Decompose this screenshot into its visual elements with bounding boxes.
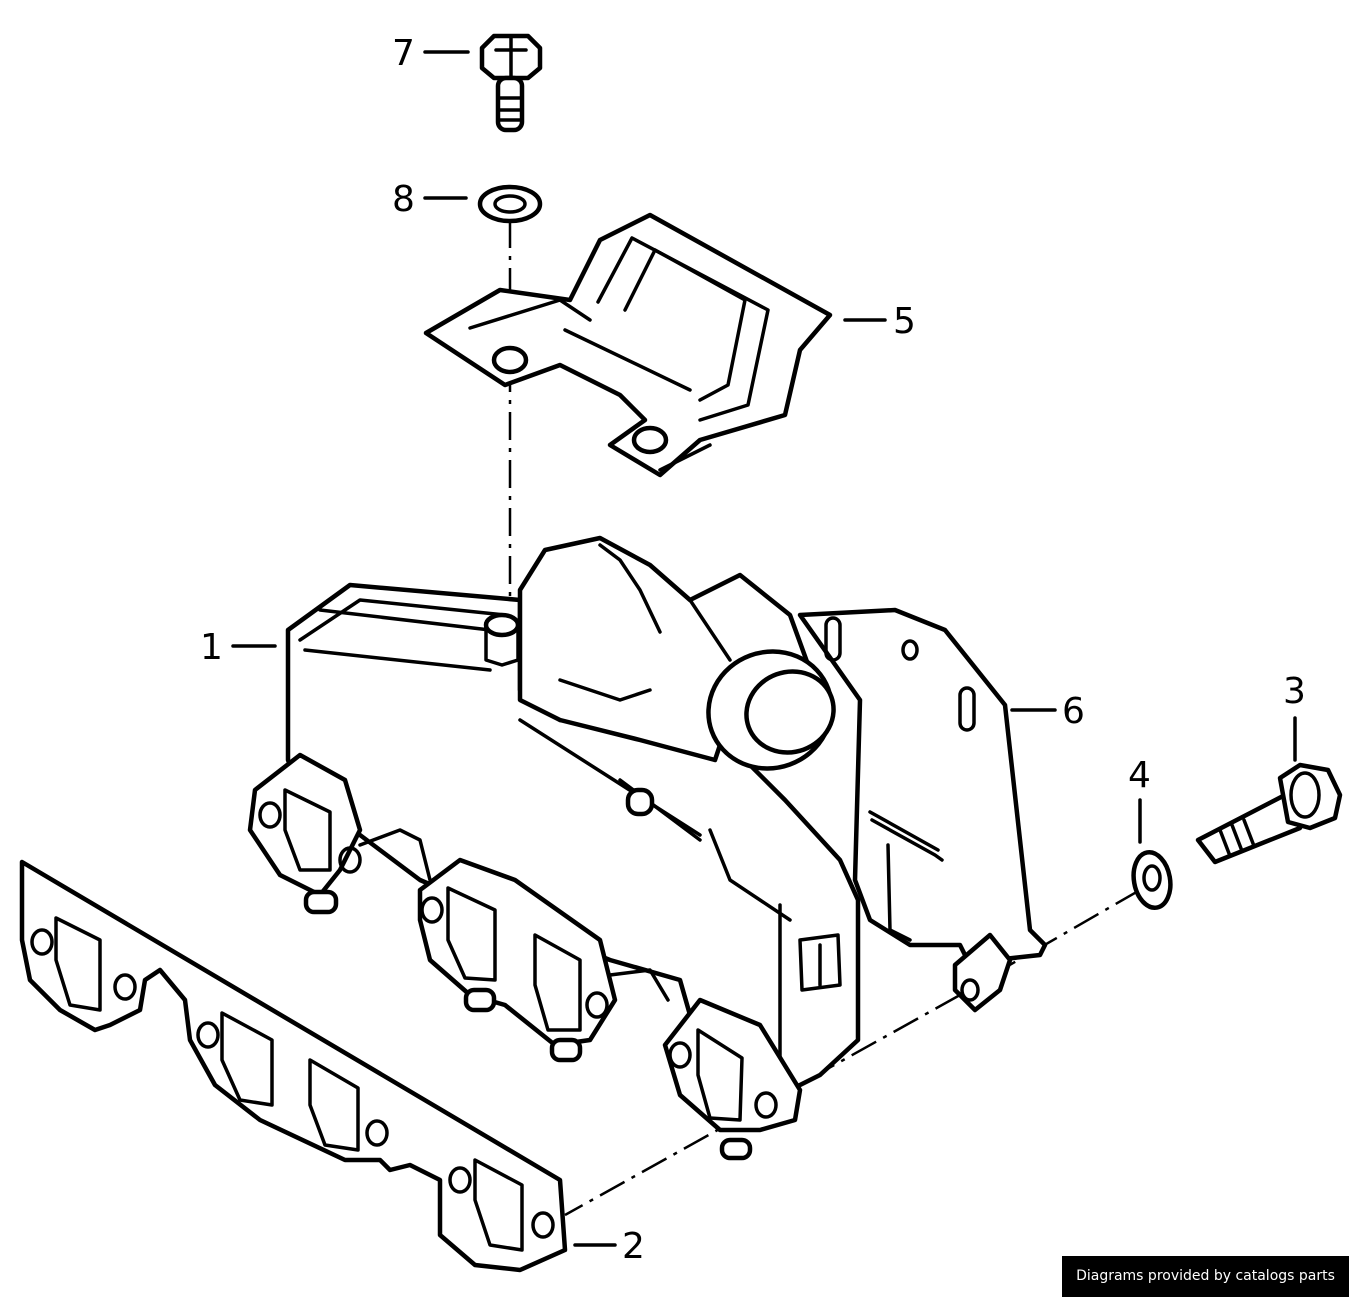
callout-4: 4	[1128, 755, 1151, 796]
washer-4	[1131, 849, 1173, 911]
callout-8: 8	[392, 179, 415, 220]
manifold-flanges	[247, 752, 803, 1161]
callout-3: 3	[1283, 671, 1306, 712]
washer-8	[477, 184, 543, 224]
bracket-6	[797, 607, 1048, 1013]
callout-1: 1	[200, 627, 223, 668]
exhaust-manifold-1	[285, 535, 861, 1093]
bolt-7	[479, 33, 543, 133]
bolt-3	[1195, 762, 1343, 865]
gasket-2	[19, 859, 568, 1273]
callout-5: 5	[893, 301, 916, 342]
credit-banner: Diagrams provided by catalogs parts	[1062, 1256, 1349, 1297]
callout-6: 6	[1062, 691, 1085, 732]
callout-2: 2	[622, 1226, 645, 1267]
callout-7: 7	[392, 33, 415, 74]
alignment-line-gasket	[564, 993, 961, 1217]
heat-shield-5	[423, 212, 833, 478]
